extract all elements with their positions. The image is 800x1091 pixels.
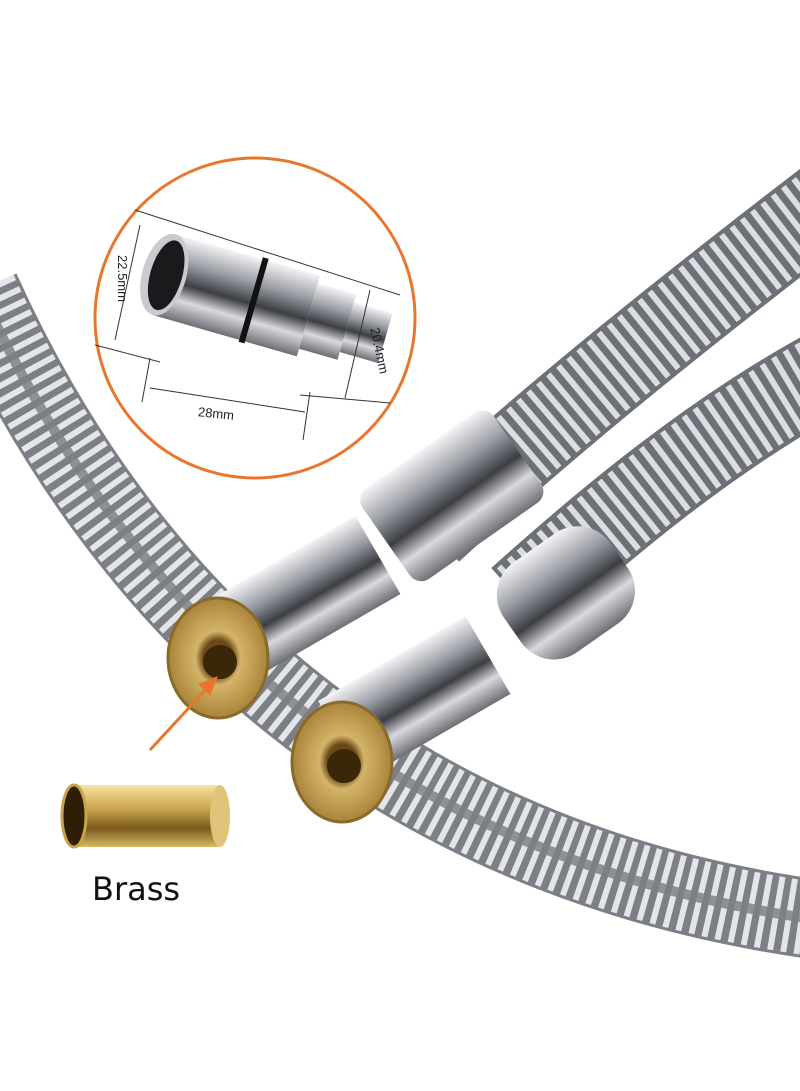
upper-hose-nut [360,410,544,582]
brass-tube [60,783,230,849]
dimension-inset [93,156,417,480]
upper-brass-end [166,596,270,720]
diameter-label: 22.5mm [115,255,130,302]
material-label: Brass [92,870,181,908]
brass-callout-arrow [148,676,218,752]
lower-hose-nut [496,526,635,660]
outer-hose [0,273,800,958]
lower-brass-end [290,700,394,824]
